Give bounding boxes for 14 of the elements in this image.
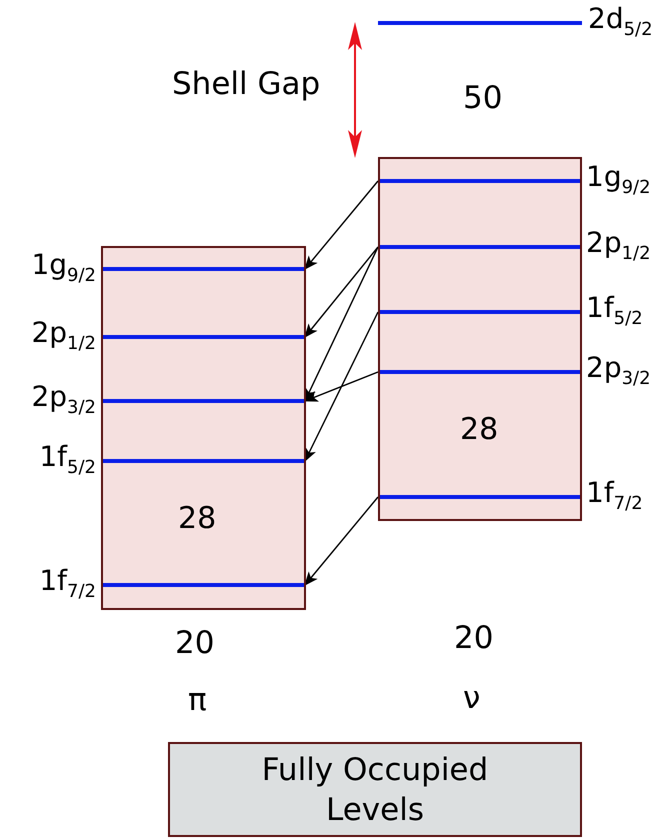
- legend-text: Fully Occupied Levels: [260, 750, 490, 830]
- magic-number: 28: [178, 501, 216, 536]
- magic-number: 50: [463, 80, 502, 116]
- neutron-symbol: ν: [463, 680, 480, 716]
- shell-gap-label: Shell Gap: [172, 66, 320, 102]
- magic-number: 20: [175, 625, 214, 661]
- arrow: [304, 496, 379, 586]
- magic-number: 20: [454, 620, 494, 656]
- arrow: [304, 312, 379, 462]
- proton-symbol: π: [188, 682, 207, 718]
- arrow: [304, 180, 379, 270]
- legend-box: [168, 742, 582, 837]
- arrow: [304, 246, 379, 338]
- magic-number: 28: [460, 412, 498, 447]
